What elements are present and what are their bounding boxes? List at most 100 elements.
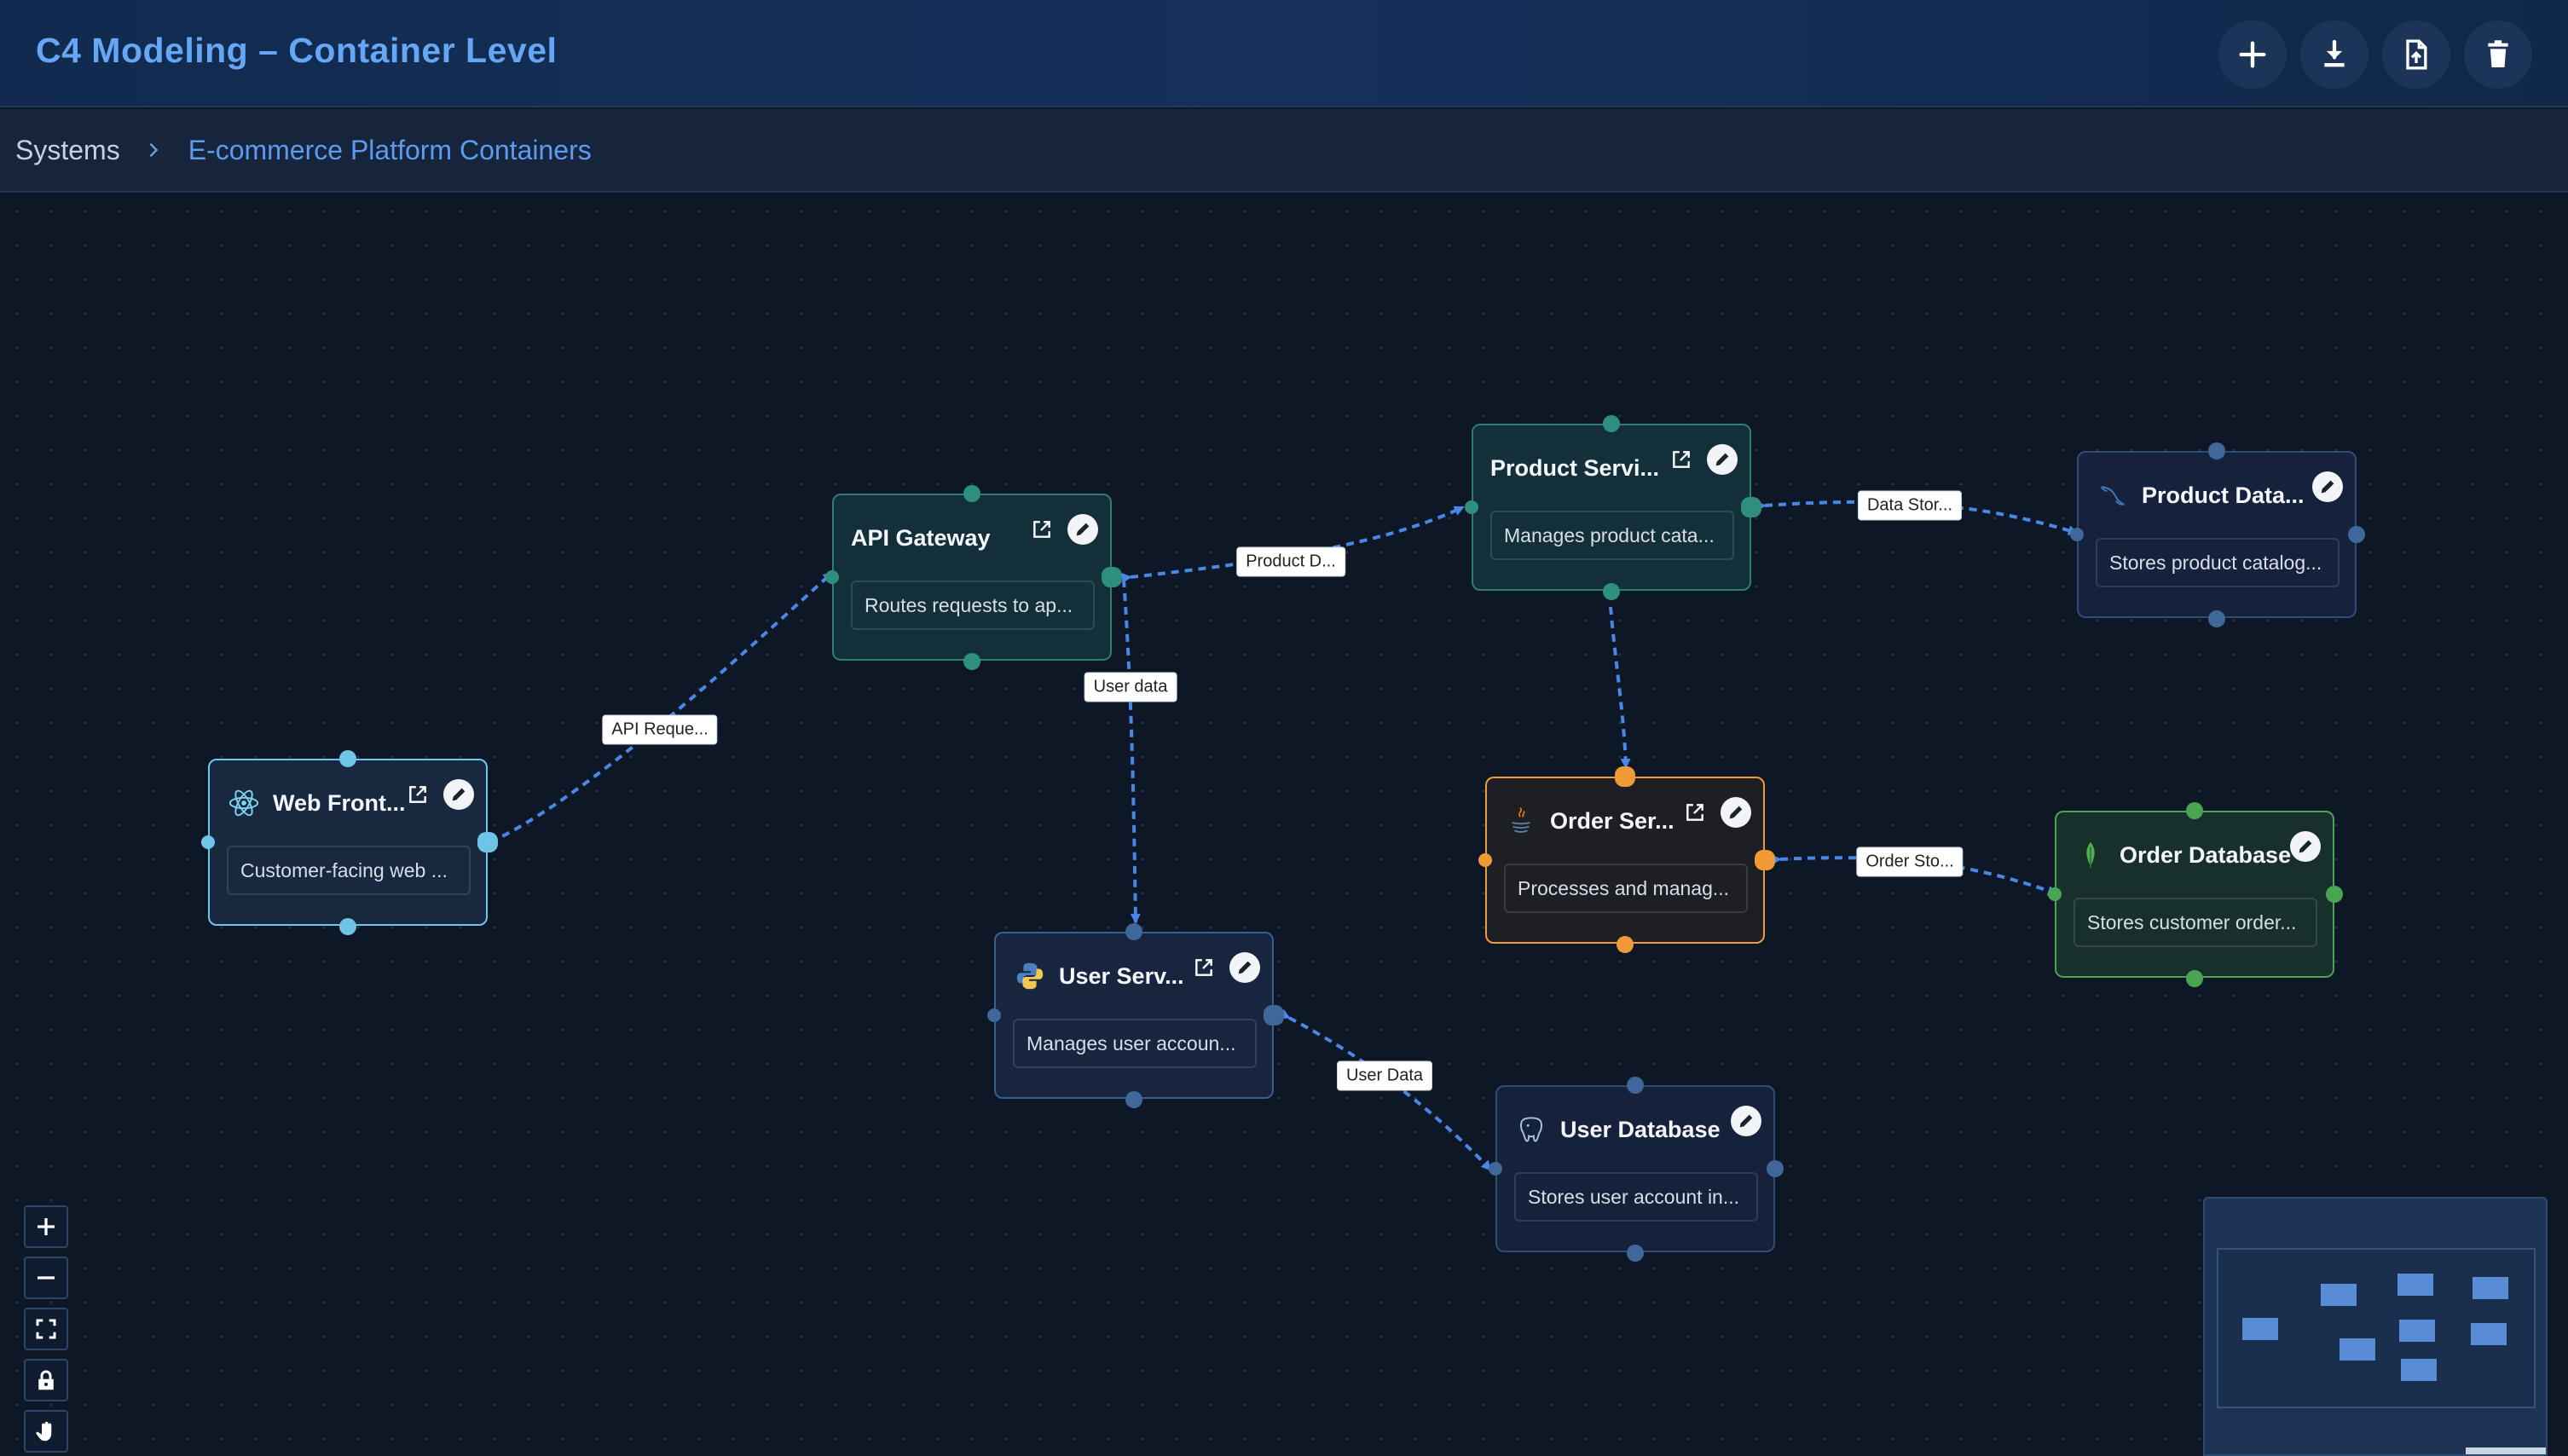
edge-label[interactable]: Order Sto... — [1856, 846, 1964, 877]
connection-handle[interactable] — [1627, 1077, 1644, 1094]
connection-handle[interactable] — [201, 835, 215, 849]
open-link-button[interactable] — [1666, 444, 1697, 475]
breadcrumb-current: E-commerce Platform Containers — [188, 134, 592, 165]
pencil-icon — [2299, 840, 2312, 853]
node-web-frontend[interactable]: Web Front... Customer-facing web ... — [208, 759, 488, 926]
connection-handle[interactable] — [1627, 1245, 1644, 1262]
plus-icon — [2239, 41, 2266, 68]
open-link-button[interactable] — [1027, 514, 1057, 545]
pan-button[interactable] — [24, 1410, 68, 1453]
connection-handle[interactable] — [987, 1008, 1001, 1022]
zoom-in-button[interactable] — [24, 1205, 68, 1248]
edge-product-order[interactable] — [1609, 606, 1631, 769]
connection-handle[interactable] — [1125, 1091, 1142, 1108]
node-order-service[interactable]: Order Ser... Processes and manag... — [1485, 777, 1765, 944]
connection-handle[interactable] — [2048, 887, 2062, 901]
zoom-out-button[interactable] — [24, 1257, 68, 1299]
upload-file-button[interactable] — [2382, 20, 2450, 89]
edit-node-button[interactable] — [1707, 444, 1738, 475]
react-icon — [227, 786, 261, 820]
connection-handle[interactable] — [1465, 500, 1478, 514]
connection-handle[interactable] — [2208, 442, 2225, 459]
edge-label[interactable]: Product D... — [1236, 546, 1345, 577]
download-button[interactable] — [2300, 20, 2368, 89]
node-title: User Serv... — [1059, 962, 1184, 989]
connection-handle[interactable] — [2186, 970, 2203, 987]
connection-handle[interactable] — [1617, 936, 1634, 953]
connection-handle[interactable] — [1102, 567, 1122, 587]
connection-handle[interactable] — [1741, 497, 1761, 517]
add-node-button[interactable] — [2218, 20, 2287, 89]
connection-handle[interactable] — [2186, 802, 2203, 819]
edge-user-data-db[interactable] — [1279, 1009, 1492, 1171]
minimap-node — [2399, 1320, 2435, 1342]
node-user-service[interactable]: User Serv... Manages user accoun... — [994, 932, 1274, 1099]
minimap-node — [2340, 1338, 2375, 1361]
lock-button[interactable] — [24, 1359, 68, 1401]
fit-view-button[interactable] — [24, 1308, 68, 1350]
edit-node-button[interactable] — [1067, 514, 1098, 545]
node-title: API Gateway — [851, 524, 991, 551]
edge-api-requests[interactable] — [480, 571, 834, 851]
node-product-database[interactable]: Product Data... Stores product catalog..… — [2077, 451, 2357, 618]
connection-handle[interactable] — [1603, 415, 1620, 432]
breadcrumb-systems-link[interactable]: Systems — [15, 134, 120, 165]
connection-handle[interactable] — [339, 918, 356, 935]
node-header: User Serv... — [1013, 956, 1258, 997]
python-icon — [1013, 959, 1047, 993]
node-api-gateway[interactable]: API Gateway Routes requests to ap... — [832, 494, 1112, 661]
connection-handle[interactable] — [2070, 528, 2084, 541]
minimap[interactable] — [2203, 1197, 2548, 1456]
pencil-icon — [1729, 806, 1743, 819]
external-link-icon — [1673, 451, 1690, 468]
connection-handle[interactable] — [963, 653, 980, 670]
connection-handle[interactable] — [1603, 583, 1620, 600]
node-actions — [1027, 514, 1098, 545]
connection-handle[interactable] — [2208, 610, 2225, 627]
connection-handle[interactable] — [1478, 853, 1492, 867]
pencil-icon — [1739, 1114, 1753, 1128]
edit-node-button[interactable] — [1731, 1106, 1761, 1136]
edge-product-data[interactable] — [1121, 506, 1465, 584]
connection-handle[interactable] — [339, 750, 356, 767]
connection-handle[interactable] — [2326, 886, 2343, 903]
connection-handle[interactable] — [825, 570, 839, 584]
edge-user-data-gateway[interactable] — [1122, 579, 1141, 924]
file-upload-icon — [2406, 39, 2427, 70]
connection-handle[interactable] — [477, 832, 498, 852]
node-title: Product Data... — [2142, 482, 2305, 508]
connection-handle[interactable] — [1264, 1005, 1284, 1026]
connection-handle[interactable] — [1767, 1160, 1784, 1177]
edit-node-button[interactable] — [1229, 952, 1260, 983]
pencil-icon — [1238, 961, 1252, 974]
connection-handle[interactable] — [1755, 850, 1775, 870]
open-link-button[interactable] — [1680, 797, 1710, 828]
delete-button[interactable] — [2464, 20, 2532, 89]
connection-handle[interactable] — [1125, 923, 1142, 940]
edge-label[interactable]: Data Stor... — [1857, 490, 1963, 521]
edge-label[interactable]: API Reque... — [602, 714, 718, 745]
connection-handle[interactable] — [963, 485, 980, 502]
connection-handle[interactable] — [1489, 1162, 1502, 1176]
edge-data-storage[interactable] — [1755, 500, 2079, 535]
connection-handle[interactable] — [2348, 526, 2365, 543]
node-product-service[interactable]: Product Servi... Manages product cata... — [1472, 424, 1751, 591]
minimap-scrollbar[interactable] — [2466, 1447, 2546, 1454]
edit-node-button[interactable] — [2312, 471, 2343, 502]
edit-node-button[interactable] — [2290, 831, 2321, 862]
node-header: Web Front... — [227, 783, 472, 823]
node-order-database[interactable]: Order Database Stores customer order... — [2055, 811, 2334, 978]
connection-handle[interactable] — [1615, 766, 1635, 787]
minimap-node — [2473, 1277, 2508, 1299]
node-user-database[interactable]: User Database Stores user account in... — [1495, 1085, 1775, 1252]
node-actions — [1680, 797, 1751, 828]
node-header: User Database — [1514, 1109, 1760, 1150]
edge-label[interactable]: User Data — [1336, 1060, 1433, 1091]
edge-label[interactable]: User data — [1084, 672, 1177, 702]
open-link-button[interactable] — [1189, 952, 1219, 983]
edit-node-button[interactable] — [1721, 797, 1751, 828]
java-icon — [1504, 804, 1538, 838]
minimap-node — [2242, 1318, 2278, 1340]
edit-node-button[interactable] — [443, 779, 474, 810]
open-link-button[interactable] — [402, 779, 433, 810]
